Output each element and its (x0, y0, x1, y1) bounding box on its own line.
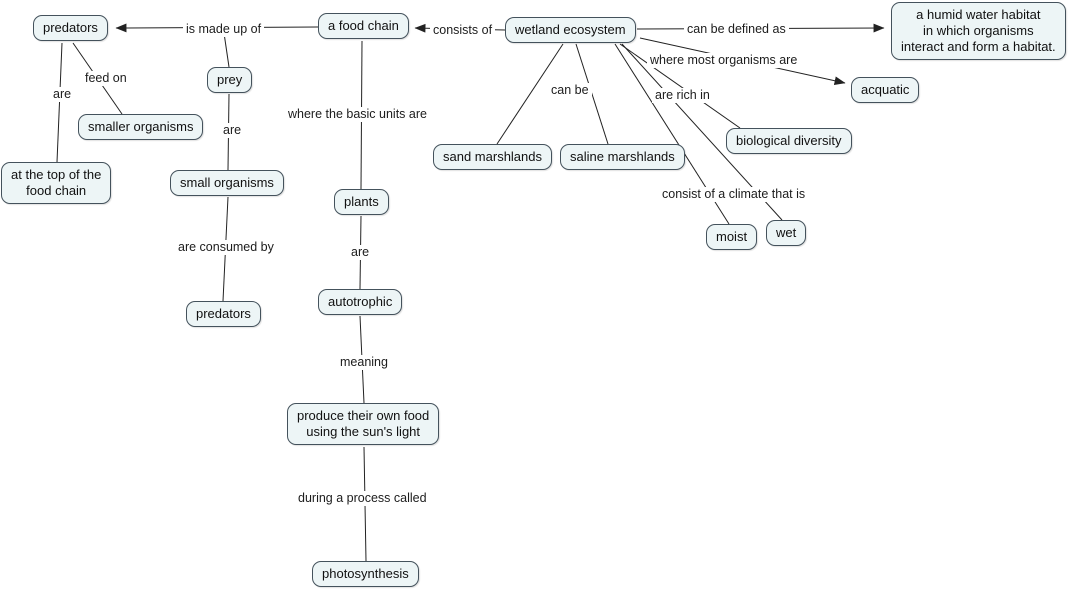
link-label-meaning[interactable]: meaning (337, 355, 391, 370)
edge-made-up-of-to-prey (223, 32, 230, 68)
link-label-can-be[interactable]: can be (548, 83, 592, 98)
node-saline-marshlands[interactable]: saline marshlands (560, 144, 685, 170)
link-label-are-prey[interactable]: are (220, 123, 245, 138)
node-sand-marshlands[interactable]: sand marshlands (433, 144, 552, 170)
node-smaller-organisms[interactable]: smaller organisms (78, 114, 204, 140)
link-label-consists-of[interactable]: consists of (430, 23, 496, 38)
link-label-are-consumed-by[interactable]: are consumed by (175, 240, 277, 255)
node-produce-own-food[interactable]: produce their own food using the sun's l… (287, 403, 440, 445)
edge-predators-to-top-of-food-chain (56, 42, 63, 163)
node-moist[interactable]: moist (706, 224, 758, 250)
link-label-where-the-basic-units-are[interactable]: where the basic units are (285, 107, 430, 122)
link-label-is-made-up-of[interactable]: is made up of (183, 22, 265, 37)
link-label-consist-of-a-climate-that-is[interactable]: consist of a climate that is (659, 187, 809, 202)
node-predators-bottom[interactable]: predators (186, 301, 261, 327)
node-biological-diversity[interactable]: biological diversity (726, 128, 852, 154)
node-acquatic[interactable]: acquatic (851, 77, 920, 103)
link-label-are-rich-in[interactable]: are rich in (652, 88, 713, 103)
link-label-are-plants[interactable]: are (348, 245, 373, 260)
link-label-are-top[interactable]: are (50, 87, 75, 102)
link-label-during-a-process-called[interactable]: during a process called (295, 491, 430, 506)
node-wet[interactable]: wet (766, 220, 807, 246)
node-wetland-ecosystem[interactable]: wetland ecosystem (505, 17, 636, 43)
node-predators-top[interactable]: predators (33, 15, 108, 41)
link-label-where-most-organisms-are[interactable]: where most organisms are (647, 53, 801, 68)
node-a-food-chain[interactable]: a food chain (318, 13, 409, 39)
node-at-top-of-food-chain[interactable]: at the top of the food chain (1, 162, 112, 204)
node-plants[interactable]: plants (334, 189, 389, 215)
edge-wetland-to-sand-marshlands (496, 43, 564, 145)
node-small-organisms[interactable]: small organisms (170, 170, 284, 196)
link-label-can-be-defined-as[interactable]: can be defined as (684, 22, 789, 37)
node-prey[interactable]: prey (207, 67, 253, 93)
node-autotrophic[interactable]: autotrophic (318, 289, 403, 315)
link-label-feed-on[interactable]: feed on (82, 71, 130, 86)
edge-wetland-to-saline-marshlands (575, 43, 609, 145)
edge-wetland-to-biological-diversity (619, 43, 741, 129)
node-humid-habitat-definition[interactable]: a humid water habitat in which organisms… (891, 2, 1066, 60)
node-photosynthesis[interactable]: photosynthesis (312, 561, 419, 587)
